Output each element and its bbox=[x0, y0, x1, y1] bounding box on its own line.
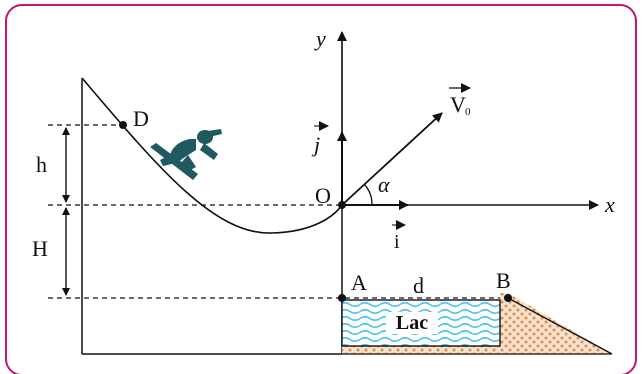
unit-j-text: j bbox=[311, 132, 320, 157]
velocity-label: V 0 bbox=[449, 83, 471, 118]
angle-label: α bbox=[378, 172, 390, 197]
lake-label-bg bbox=[386, 312, 438, 334]
distance-label: d bbox=[413, 273, 424, 298]
figure-frame bbox=[5, 4, 637, 374]
origin-label: O bbox=[315, 183, 331, 208]
height-big-h-label: H bbox=[32, 236, 48, 261]
point-d-marker bbox=[119, 121, 127, 129]
angle-arc bbox=[363, 183, 373, 206]
slope-b bbox=[507, 297, 613, 355]
unit-j-label: j bbox=[311, 121, 329, 157]
lake-label: Lac bbox=[396, 312, 428, 334]
point-b-marker bbox=[504, 294, 512, 302]
unit-i-text: i bbox=[394, 231, 400, 253]
point-d-label: D bbox=[133, 106, 149, 131]
velocity-label-v: V bbox=[450, 92, 466, 117]
point-b-label: B bbox=[496, 268, 511, 293]
height-h-label: h bbox=[36, 152, 47, 177]
point-a-label: A bbox=[351, 270, 367, 295]
slope-curve bbox=[81, 77, 343, 234]
lake-border bbox=[341, 299, 501, 347]
velocity-vector bbox=[341, 112, 443, 206]
y-axis-label: y bbox=[314, 26, 326, 51]
x-axis-label: x bbox=[604, 192, 615, 217]
velocity-label-sub: 0 bbox=[465, 106, 471, 118]
point-a-marker bbox=[338, 294, 346, 302]
unit-i-label: i bbox=[392, 220, 406, 253]
snowboarder-icon bbox=[150, 129, 222, 180]
point-o-marker bbox=[338, 201, 346, 209]
